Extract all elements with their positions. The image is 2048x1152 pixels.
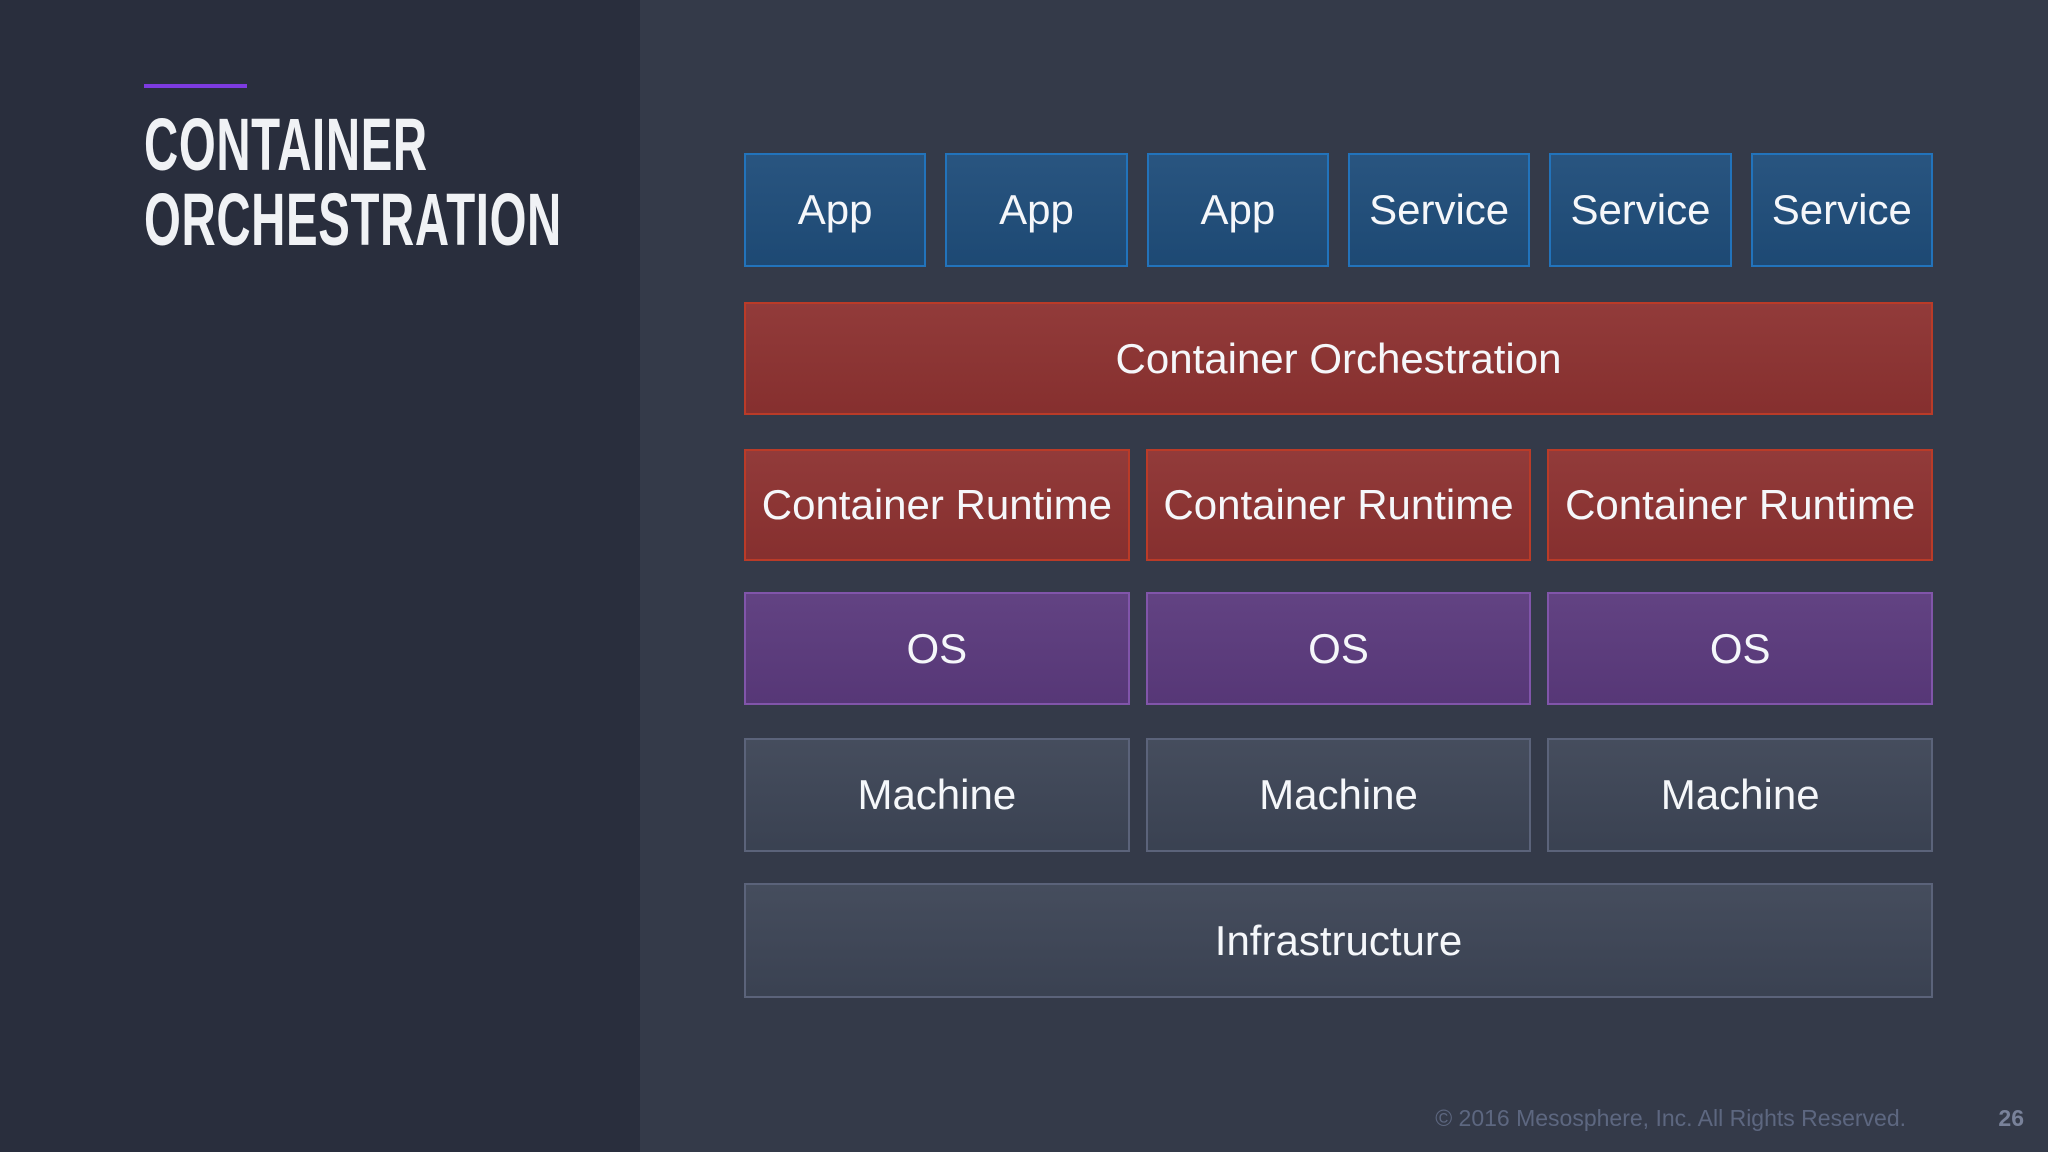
app-service-row: App App App Service Service Service [744, 153, 1933, 267]
app-box-2: App [945, 153, 1128, 267]
os-box-1: OS [744, 592, 1130, 705]
service-box-3: Service [1750, 153, 1933, 267]
container-runtime-box-3: Container Runtime [1547, 449, 1934, 561]
stack-diagram: App App App Service Service Service Cont… [744, 153, 1934, 999]
machine-box-1: Machine [744, 738, 1130, 852]
page-number: 26 [1998, 1105, 2024, 1131]
service-box-2: Service [1549, 153, 1732, 267]
footer-copyright: © 2016 Mesosphere, Inc. All Rights Reser… [1435, 1105, 1906, 1131]
container-orchestration-box: Container Orchestration [744, 302, 1933, 415]
slide-title-line1: CONTAINER [144, 103, 428, 186]
infrastructure-row: Infrastructure [744, 883, 1933, 998]
machine-row: Machine Machine Machine [744, 738, 1934, 852]
container-runtime-box-2: Container Runtime [1145, 449, 1532, 561]
service-box-1: Service [1347, 153, 1531, 267]
app-box-1: App [744, 153, 927, 267]
os-box-3: OS [1547, 592, 1934, 705]
infrastructure-box: Infrastructure [744, 883, 1933, 998]
container-runtime-row: Container Runtime Container Runtime Cont… [744, 449, 1934, 561]
app-box-3: App [1146, 153, 1329, 267]
orchestration-row: Container Orchestration [744, 302, 1933, 415]
machine-box-3: Machine [1547, 738, 1934, 852]
container-runtime-box-1: Container Runtime [744, 449, 1130, 561]
slide-title-line2: ORCHESTRATION [144, 177, 562, 261]
os-row: OS OS OS [744, 592, 1934, 705]
slide-title: CONTAINER ORCHESTRATION [144, 103, 562, 261]
title-accent-line [144, 84, 247, 88]
os-box-2: OS [1145, 592, 1532, 705]
machine-box-2: Machine [1145, 738, 1532, 852]
title-panel: CONTAINER ORCHESTRATION [0, 0, 640, 1152]
